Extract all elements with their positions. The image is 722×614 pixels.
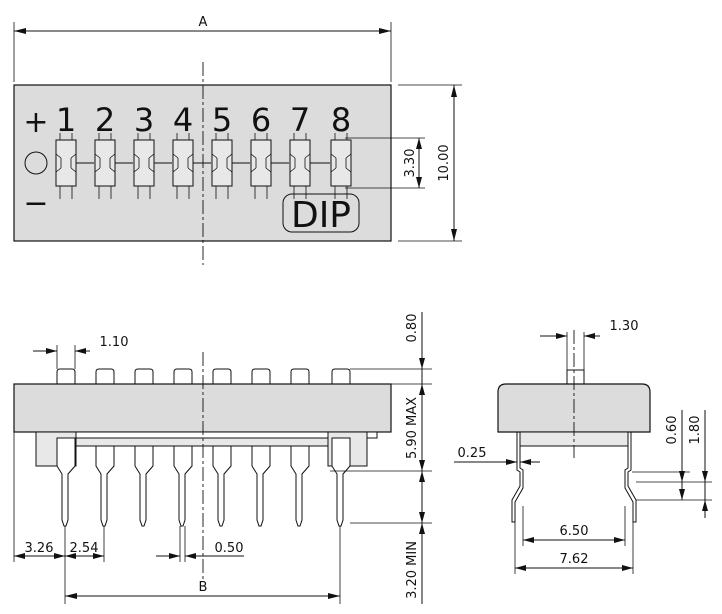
- switch-number: 7: [290, 101, 310, 139]
- dim-edge-offset: 3.26: [25, 541, 54, 556]
- front-view: 1.10 0.80 5.90 MAX 3.20 MIN 3.26 2.54: [13, 312, 432, 604]
- switch-number: 3: [134, 101, 154, 139]
- dim-outer-span: 7.62: [560, 552, 589, 567]
- switch-number: 1: [56, 101, 76, 139]
- top-view: A 1 2 3 4 5 6 7 8 + −: [13, 15, 462, 265]
- dim-actuator-width: 1.30: [610, 319, 639, 334]
- switch-actuator: [55, 133, 77, 199]
- dim-inner-span: 6.50: [560, 524, 589, 539]
- dim-lead-thickness: 0.25: [458, 446, 487, 461]
- switch-number: 2: [95, 101, 115, 139]
- dim-pin-length: 3.20 MIN: [405, 541, 420, 599]
- switch-number: 6: [251, 101, 271, 139]
- dim-offset-b: 1.80: [688, 416, 703, 445]
- dim-pitch: 2.54: [70, 541, 99, 556]
- dim-pin-thickness: 0.50: [215, 541, 244, 556]
- dim-pin-width: 1.10: [100, 335, 129, 350]
- switch-actuator: [211, 133, 233, 199]
- side-view: 1.30 0.25 0.60 1.80 6.50 7.62: [454, 319, 712, 574]
- switch-actuator: [133, 133, 155, 199]
- switch-actuator: [94, 133, 116, 199]
- switch-number: 4: [173, 101, 193, 139]
- dim-offset-a: 0.60: [665, 416, 680, 445]
- dim-stud-height: 0.80: [405, 314, 420, 343]
- switch-number-row: 1 2 3 4 5 6 7 8: [56, 101, 351, 139]
- dim-body-width: 10.00: [437, 144, 452, 181]
- side-actuator: [566, 369, 585, 385]
- dip-label-box: [282, 193, 360, 233]
- front-view-body: [13, 383, 392, 433]
- pin1-circle-marker: [24, 151, 48, 175]
- dim-b-label: B: [199, 580, 208, 595]
- switch-number: 5: [212, 101, 232, 139]
- front-pins: [56, 437, 351, 527]
- switch-actuator: [250, 133, 272, 199]
- top-studs: [56, 368, 351, 385]
- dim-switch-height: 3.30: [403, 149, 418, 178]
- dim-a-label: A: [199, 15, 208, 30]
- plus-symbol: +: [23, 105, 48, 140]
- switch-actuator: [289, 133, 311, 199]
- dip-label: DIP: [291, 195, 351, 236]
- switch-number: 8: [331, 101, 351, 139]
- switch-actuator: [172, 133, 194, 199]
- switch-actuators: [55, 133, 352, 199]
- minus-symbol: −: [23, 186, 48, 221]
- dim-body-height: 5.90 MAX: [405, 397, 420, 459]
